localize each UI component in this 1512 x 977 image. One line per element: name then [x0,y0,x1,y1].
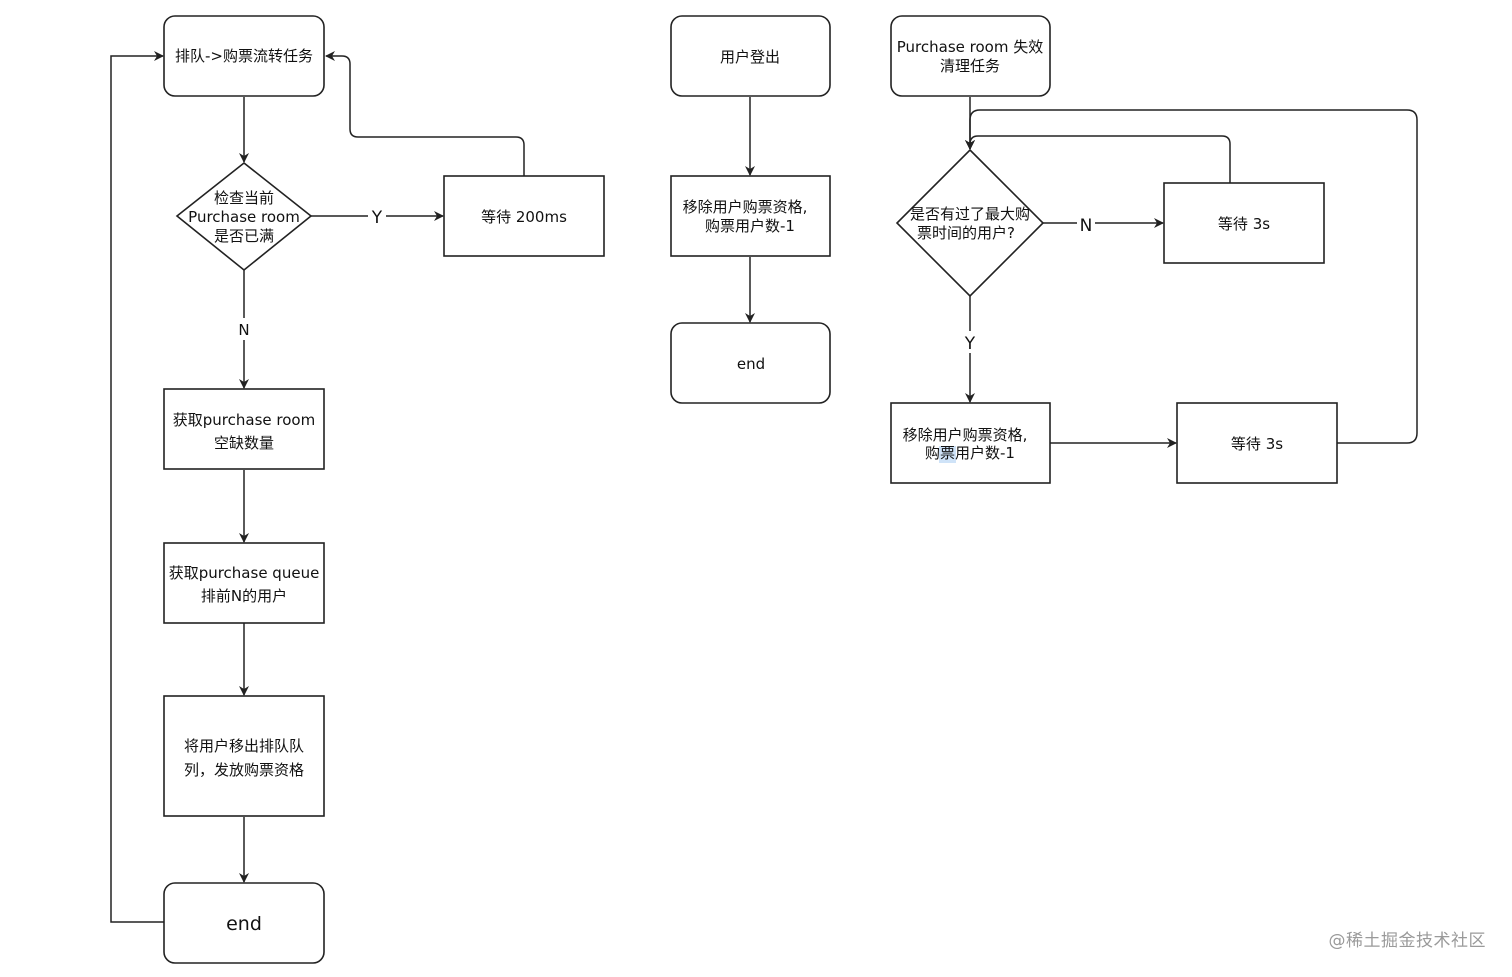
expired-decision-line-2: 票时间的用户? [917,224,1015,242]
edge-wait-after-loop-to-check [965,109,1418,444]
yes-edge-label: Y [371,208,383,228]
right-remove-line-1: 移除用户购票资格, [903,426,1028,444]
check-decision-line-1: 检查当前 [214,189,274,207]
move-user-line-2: 列，发放购票资格 [184,761,304,779]
text-selection-highlight [939,446,956,463]
left-end-label: end [226,913,262,935]
right-flow: N Y Purchase room 失效 清理任务 是否有过了最大购 票时间的用… [890,15,1418,484]
wait-3s-after-label: 等待 3s [1231,435,1283,453]
no-label-background [236,318,252,340]
check-room-full-decision [175,161,313,272]
user-logout-node [670,15,831,97]
right-no-edge-label: N [1080,216,1093,236]
no-edge-label: N [238,321,249,339]
middle-remove-line-2: 购票用户数-1 [705,217,795,235]
left-end-node [163,882,325,964]
get-room-line-2: 空缺数量 [214,434,274,452]
right-remove-eligibility-node [890,402,1051,484]
expired-decision-line-1: 是否有过了最大购 [910,205,1030,223]
move-user-line-1: 将用户移出排队队 [184,737,304,755]
right-yes-label-background [961,331,979,353]
wait-200ms-node [443,175,605,257]
watermark-text: @稀土掘金技术社区 [1328,931,1486,951]
wait-3s-no-node [1163,182,1325,264]
get-queue-line-1: 获取purchase queue [169,564,320,582]
right-no-label-background [1077,213,1095,235]
middle-end-node [670,322,831,404]
start-node-label: 排队->购票流转任务 [175,47,313,65]
cleanup-start-line-2: 清理任务 [940,57,1000,75]
get-queue-line-2: 排前N的用户 [201,587,287,605]
left-flow: Y N 排队->购票流转任务 检查当前 Purchase room 是否已满 等… [110,15,605,964]
middle-remove-eligibility-node [670,175,831,257]
user-logout-label: 用户登出 [720,48,780,66]
get-room-line-1: 获取purchase room [173,411,315,429]
cleanup-start-line-1: Purchase room 失效 [897,38,1043,56]
right-yes-edge-label: Y [964,334,976,354]
yes-label-background [368,205,386,227]
check-decision-line-3: 是否已满 [214,227,274,245]
edge-wait-no-back-to-check [965,135,1231,183]
wait-3s-after-remove-node [1176,402,1338,484]
wait-200ms-label: 等待 200ms [481,208,567,226]
move-user-out-node [163,695,325,817]
right-remove-line-2: 购票用户数-1 [925,444,1015,462]
edge-end-loop-to-start [110,51,164,923]
middle-flow: 用户登出 移除用户购票资格, 购票用户数-1 end [670,15,831,404]
check-decision-line-2: Purchase room [188,208,300,226]
middle-end-label: end [737,355,765,373]
start-node [163,15,325,97]
get-room-vacancy-node [163,388,325,470]
middle-remove-line-1: 移除用户购票资格, [683,198,808,216]
edge-wait-to-start [325,51,525,176]
get-queue-users-node [163,542,325,624]
cleanup-task-start-node [890,15,1051,97]
expired-user-decision [895,148,1045,298]
wait-3s-no-label: 等待 3s [1218,215,1270,233]
